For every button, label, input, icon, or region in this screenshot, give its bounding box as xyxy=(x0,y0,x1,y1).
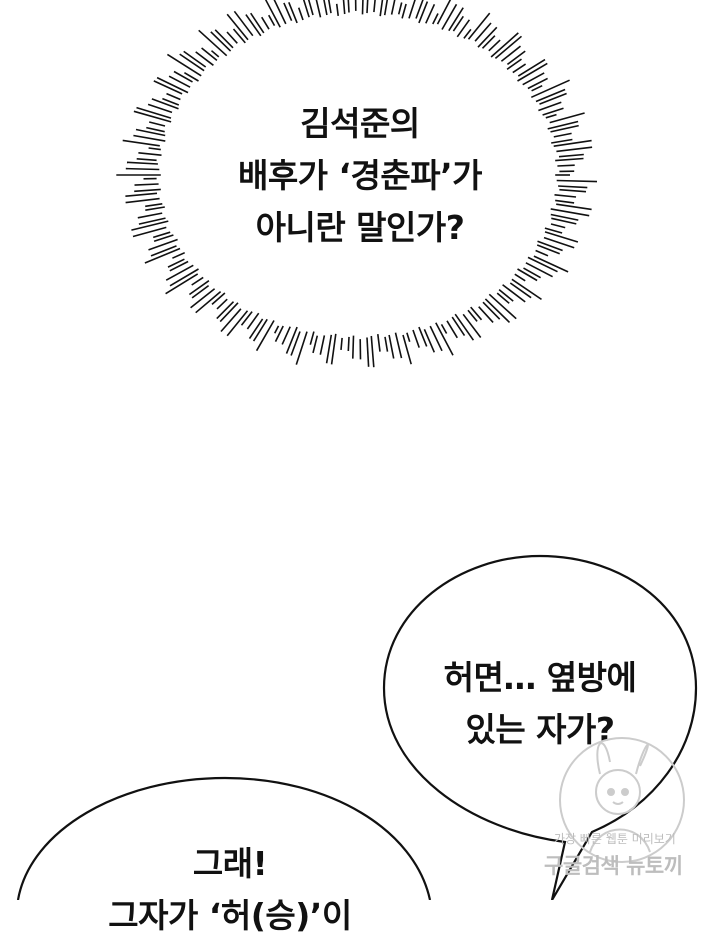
left-line-2: 그자가 ‘허(승)’이 xyxy=(60,890,400,942)
burst-line-2: 배후가 ‘경춘파’가 xyxy=(180,150,540,202)
watermark: 가장 빠른 웹툰 미리보기 구글검색 뉴토끼 xyxy=(540,722,720,900)
left-bubble-text: 그래! 그자가 ‘허(승)’이 xyxy=(60,838,400,942)
burst-bubble-text: 김석준의 배후가 ‘경춘파’가 아니란 말인가? xyxy=(180,98,540,254)
comic-panel: 김석준의 배후가 ‘경춘파’가 아니란 말인가? 허면… 옆방에 있는 자가? … xyxy=(0,0,720,900)
burst-line-3: 아니란 말인가? xyxy=(180,202,540,254)
burst-line-1: 김석준의 xyxy=(180,98,540,150)
watermark-bottom-text: 구글검색 뉴토끼 xyxy=(544,850,683,880)
right-line-1: 허면… 옆방에 xyxy=(395,652,685,704)
watermark-top-text: 가장 빠른 웹툰 미리보기 xyxy=(554,830,676,847)
left-line-1: 그래! xyxy=(60,838,400,890)
